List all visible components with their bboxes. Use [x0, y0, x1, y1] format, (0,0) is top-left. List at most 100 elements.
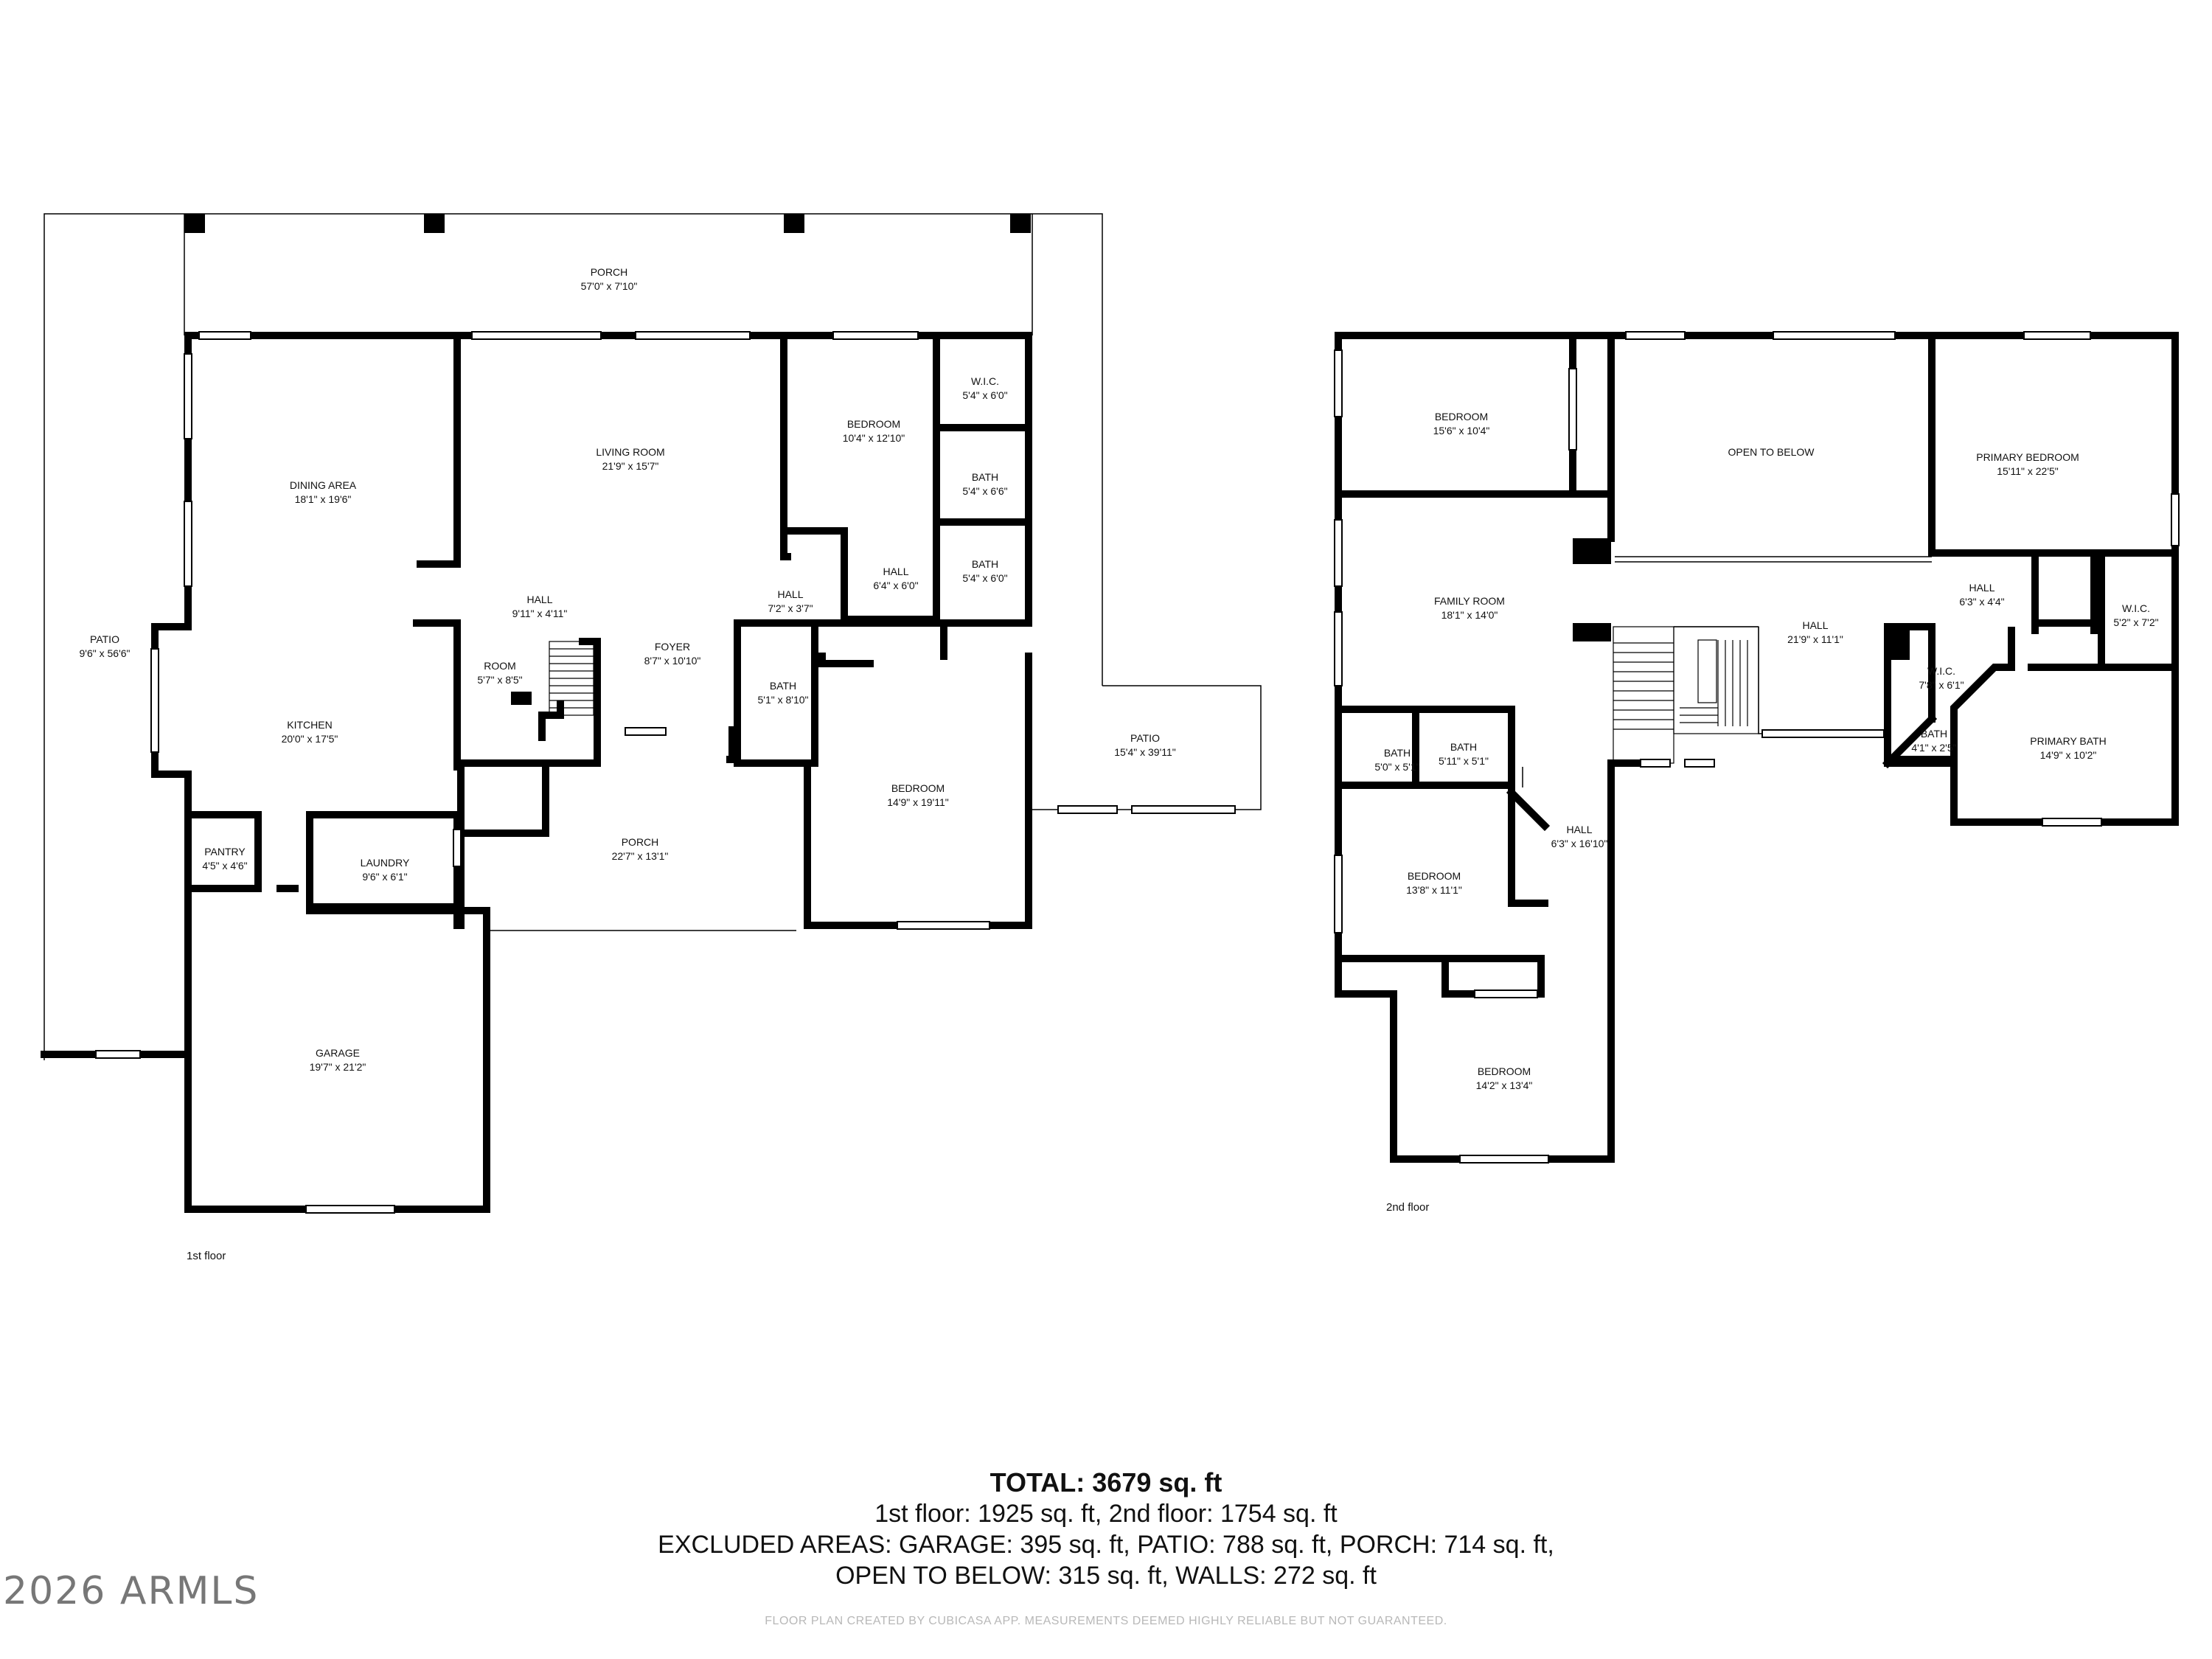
svg-text:5'4" x 6'0": 5'4" x 6'0" — [962, 389, 1007, 401]
room-name: BEDROOM — [1435, 411, 1488, 422]
svg-text:4'1" x 2'5": 4'1" x 2'5" — [1911, 742, 1956, 754]
svg-text:15'6" x 10'4": 15'6" x 10'4" — [1433, 425, 1490, 437]
svg-text:BEDROOM: BEDROOM — [1408, 870, 1461, 882]
svg-text:57'0" x 7'10": 57'0" x 7'10" — [581, 280, 638, 292]
svg-text:6'4" x 6'0": 6'4" x 6'0" — [873, 580, 918, 591]
svg-text:15'11" x 22'5": 15'11" x 22'5" — [1997, 465, 2059, 477]
svg-text:22'7" x 13'1": 22'7" x 13'1" — [612, 850, 669, 862]
room-name: W.I.C. — [971, 375, 999, 387]
svg-text:W.I.C.: W.I.C. — [2122, 602, 2150, 614]
room-name: BEDROOM — [847, 418, 900, 430]
svg-text:BATH: BATH — [972, 471, 998, 483]
room-dims: 6'4" x 6'0" — [873, 580, 918, 591]
floor-areas: 1st floor: 1925 sq. ft, 2nd floor: 1754 … — [874, 1500, 1338, 1528]
svg-text:19'7" x 21'2": 19'7" x 21'2" — [310, 1061, 366, 1073]
cubicasa-credit: FLOOR PLAN CREATED BY CUBICASA APP. MEAS… — [765, 1615, 1447, 1627]
svg-text:4'5" x 4'6": 4'5" x 4'6" — [202, 860, 247, 872]
svg-text:BATH: BATH — [770, 680, 796, 692]
excluded-areas: EXCLUDED AREAS: GARAGE: 395 sq. ft, PATI… — [658, 1531, 1554, 1559]
room-name: BATH — [972, 471, 998, 483]
svg-text:5'7" x 8'5": 5'7" x 8'5" — [477, 674, 522, 686]
svg-text:PRIMARY BATH: PRIMARY BATH — [2030, 735, 2106, 747]
svg-text:6'3" x 4'4": 6'3" x 4'4" — [1959, 596, 2004, 608]
room-name: W.I.C. — [2122, 602, 2150, 614]
room-dims: 9'6" x 6'1" — [362, 871, 407, 883]
first-floor-windows — [95, 331, 1236, 1214]
room-name: BATH — [972, 558, 998, 570]
porch-posts — [184, 214, 1031, 233]
room-dims: 21'9" x 15'7" — [602, 460, 659, 472]
first-floor-labels: PORCH 57'0" x 7'10" DINING AREA 18'1" x … — [80, 266, 1176, 1262]
room-name: LAUNDRY — [361, 857, 410, 869]
svg-text:21'9" x 11'1": 21'9" x 11'1" — [1787, 633, 1843, 645]
svg-text:18'1" x 14'0": 18'1" x 14'0" — [1441, 609, 1498, 621]
room-name: HALL — [1566, 824, 1592, 835]
room-dims: 5'1" x 8'10" — [758, 694, 809, 706]
svg-text:8'7" x 10'10": 8'7" x 10'10" — [644, 655, 701, 667]
svg-text:HALL: HALL — [883, 566, 908, 577]
room-dims: 15'6" x 10'4" — [1433, 425, 1490, 437]
room-dims: 7'8" x 6'1" — [1919, 679, 1964, 691]
room-dims: 9'11" x 4'11" — [512, 608, 568, 619]
svg-text:10'4" x 12'10": 10'4" x 12'10" — [843, 432, 905, 444]
svg-text:7'8" x 6'1": 7'8" x 6'1" — [1919, 679, 1964, 691]
room-name: FOYER — [655, 641, 690, 653]
svg-text:BEDROOM: BEDROOM — [1435, 411, 1488, 422]
room-dims: 15'11" x 22'5" — [1997, 465, 2059, 477]
room-name: PATIO — [90, 633, 119, 645]
svg-text:LAUNDRY: LAUNDRY — [361, 857, 410, 869]
room-name: W.I.C. — [1927, 665, 1955, 677]
svg-text:20'0" x 17'5": 20'0" x 17'5" — [282, 733, 338, 745]
room-dims: 5'7" x 8'5" — [477, 674, 522, 686]
room-name: DINING AREA — [290, 479, 357, 491]
room-name: PANTRY — [204, 846, 246, 858]
svg-text:PATIO: PATIO — [90, 633, 119, 645]
room-dims: 14'9" x 19'11" — [887, 796, 949, 808]
room-name: HALL — [883, 566, 908, 577]
room-name: BEDROOM — [1408, 870, 1461, 882]
svg-text:HALL: HALL — [526, 594, 552, 605]
svg-text:18'1" x 19'6": 18'1" x 19'6" — [295, 493, 352, 505]
room-dims: 19'7" x 21'2" — [310, 1061, 366, 1073]
svg-text:FAMILY ROOM: FAMILY ROOM — [1434, 595, 1505, 607]
svg-text:5'1" x 8'10": 5'1" x 8'10" — [758, 694, 809, 706]
first-floor-thin-outlines — [44, 213, 1262, 1209]
room-name: BATH — [1384, 747, 1411, 759]
first-floor-plan: PORCH 57'0" x 7'10" DINING AREA 18'1" x … — [41, 213, 1262, 1262]
room-name: HALL — [777, 588, 803, 600]
second-floor-labels: BEDROOM 15'6" x 10'4" OPEN TO BELOW PRIM… — [1374, 411, 2158, 1214]
svg-text:14'9" x 10'2": 14'9" x 10'2" — [2040, 749, 2097, 761]
room-name: HALL — [526, 594, 552, 605]
second-floor-stairs — [1613, 626, 1759, 764]
room-name: HALL — [1969, 582, 1994, 594]
second-floor-thin — [1522, 556, 1932, 787]
room-dims: 13'8" x 11'1" — [1406, 884, 1462, 896]
total-area: TOTAL: 3679 sq. ft — [990, 1467, 1222, 1498]
svg-text:PANTRY: PANTRY — [204, 846, 246, 858]
svg-text:W.I.C.: W.I.C. — [1927, 665, 1955, 677]
room-dims: 5'0" x 5'1" — [1374, 761, 1419, 773]
svg-text:5'4" x 6'0": 5'4" x 6'0" — [962, 572, 1007, 584]
room-dims: 5'4" x 6'6" — [962, 485, 1007, 497]
svg-text:5'0" x 5'1": 5'0" x 5'1" — [1374, 761, 1419, 773]
room-name: OPEN TO BELOW — [1728, 446, 1815, 458]
room-name: PRIMARY BATH — [2030, 735, 2106, 747]
room-dims: 5'4" x 6'0" — [962, 572, 1007, 584]
room-dims: 18'1" x 14'0" — [1441, 609, 1498, 621]
svg-text:14'9" x 19'11": 14'9" x 19'11" — [887, 796, 949, 808]
svg-text:BATH: BATH — [972, 558, 998, 570]
first-floor-walls — [41, 332, 1032, 1213]
room-dims: 5'11" x 5'1" — [1439, 755, 1489, 767]
room-dims: 8'7" x 10'10" — [644, 655, 701, 667]
floor-label-2nd: 2nd floor — [1386, 1201, 1429, 1214]
room-dims: 18'1" x 19'6" — [295, 493, 352, 505]
second-floor-windows — [1334, 331, 2180, 1164]
room-name: GARAGE — [316, 1047, 360, 1059]
room-name: PORCH — [591, 266, 628, 278]
room-name: FAMILY ROOM — [1434, 595, 1505, 607]
svg-text:6'3" x 16'10": 6'3" x 16'10" — [1551, 838, 1608, 849]
svg-text:PRIMARY BEDROOM: PRIMARY BEDROOM — [1976, 451, 2079, 463]
svg-text:BEDROOM: BEDROOM — [1478, 1065, 1531, 1077]
svg-text:W.I.C.: W.I.C. — [971, 375, 999, 387]
